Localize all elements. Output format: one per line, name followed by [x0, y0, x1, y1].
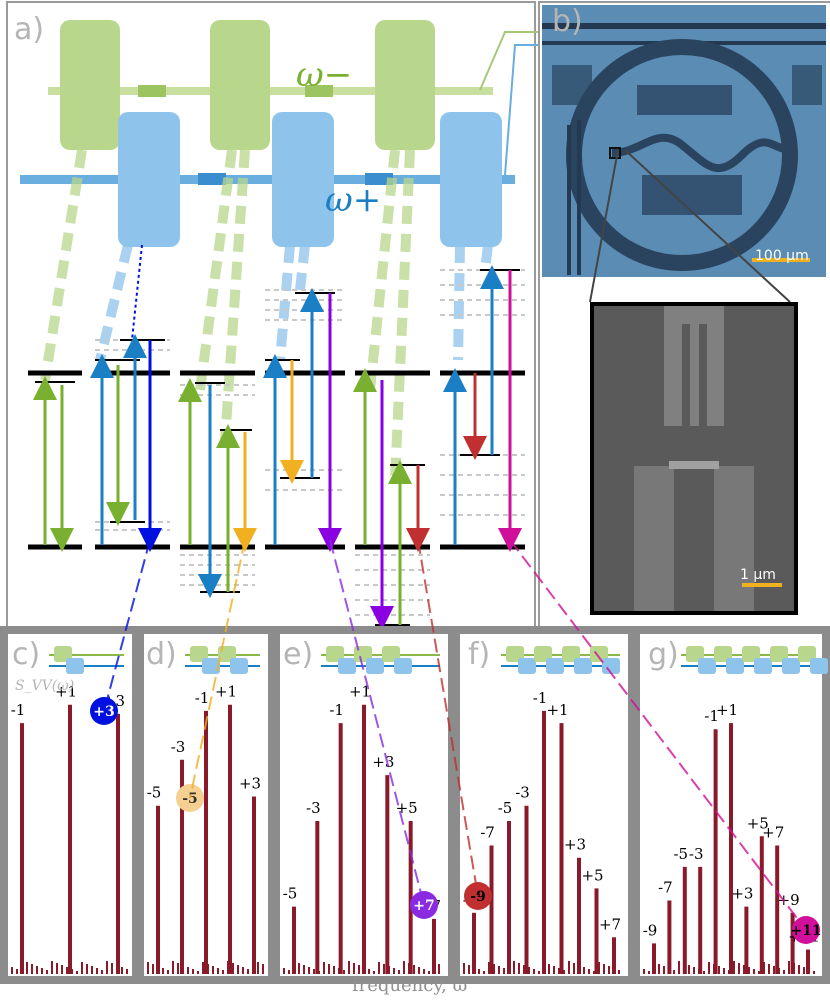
peak-label: +1: [716, 701, 738, 719]
peak-label: -5: [498, 799, 513, 817]
zoom-connector: [589, 150, 791, 303]
peak-label: +9: [778, 891, 800, 909]
peak-label: +7: [762, 823, 784, 841]
sideband-marker-label: -5: [182, 791, 198, 807]
sideband-connector: [417, 539, 479, 897]
peak-label: +1: [55, 683, 77, 701]
sideband-marker-label: +3: [93, 704, 114, 720]
peak-label: -1: [11, 701, 26, 719]
sideband-connector: [103, 539, 151, 712]
peak-label: -9: [643, 921, 658, 939]
mini-circuit-icon: [49, 646, 124, 674]
peak-label: -1: [533, 689, 548, 707]
panel-c-label: c): [12, 637, 41, 672]
peak-label: +3: [731, 885, 753, 903]
peak-label: +1: [215, 683, 237, 701]
optical-micrograph: [542, 5, 826, 277]
sideband-connector: [329, 539, 425, 906]
peak-label: -3: [306, 799, 321, 817]
sideband-marker-label: +11: [790, 923, 821, 939]
spectrum-panel-g: -9-7-5-3-1+1+3+5+7+9+11+11: [632, 626, 830, 984]
omega-plus-label: ω+: [325, 180, 382, 220]
spectrum-panel-d: -5 -3 -1 +1 +3 -5: [136, 626, 276, 984]
green-junctions: [60, 20, 435, 150]
peak-label: +5: [581, 866, 603, 884]
sideband-marker-label: -9: [470, 889, 486, 905]
peak-label: +3: [239, 775, 261, 793]
sideband-connector: [189, 539, 246, 799]
peak-label: -5: [283, 885, 298, 903]
peak-label: -5: [147, 784, 162, 802]
sideband-marker: [90, 697, 118, 725]
peak-label: -3: [515, 784, 530, 802]
panel-e-label: e): [283, 637, 314, 672]
mini-circuit-icon: [681, 646, 828, 674]
peak-label: +5: [747, 814, 769, 832]
panel-b-label: b): [552, 4, 583, 39]
scale-label-optical: 100 μm: [755, 248, 809, 264]
spectrum-panel-f: -9-7-5-3-1+1+3+5+7-9: [452, 626, 636, 984]
omega-plus-line: [20, 175, 515, 184]
omega-minus-label: ω−: [296, 55, 353, 95]
peak-label: -1: [329, 701, 344, 719]
panel-f-label: f): [468, 637, 491, 672]
peak-label: +3: [372, 753, 394, 771]
peak-label: -7: [480, 823, 495, 841]
scale-label-sem: 1 μm: [740, 567, 776, 583]
sideband-marker: [410, 891, 438, 919]
sideband-marker-label: +7: [413, 898, 434, 914]
x-axis-label: frequency, ω: [352, 975, 468, 996]
peak-label: -7: [658, 879, 673, 897]
spectrum-panel-c: -1+1+3+3: [0, 626, 140, 984]
peak-label: +7: [599, 915, 621, 933]
y-axis-label: S_VV(ω): [15, 678, 75, 694]
peak-label: -1: [195, 689, 210, 707]
spectra-panels: -1+1+3+3-5-3-1+1+3-5-5-3-1+1+3+5+7+7-9-7…: [0, 539, 830, 984]
spectrum-panel-e: -5-3-1+1+3+5+7+7: [272, 626, 456, 984]
panel-a-label: a): [14, 12, 45, 47]
energy-level-diagram: [20, 20, 540, 630]
panel-g-label: g): [648, 637, 679, 672]
peak-label: -1: [704, 707, 719, 725]
omega-minus-line: [48, 87, 493, 95]
blue-junctions: [118, 112, 502, 247]
peak-label: +1: [349, 683, 371, 701]
panel-d-label: d): [146, 637, 177, 672]
peak-label: -3: [171, 738, 186, 756]
mini-circuit-icon: [501, 646, 620, 674]
sideband-connector: [509, 539, 807, 931]
peak-label: +1: [546, 701, 568, 719]
peak-label: +5: [396, 799, 418, 817]
peak-label: -5: [673, 845, 688, 863]
peak-label: -3: [689, 845, 704, 863]
mini-circuit-icon: [321, 646, 440, 674]
sem-image: [590, 302, 798, 615]
peak-label: +3: [564, 836, 586, 854]
